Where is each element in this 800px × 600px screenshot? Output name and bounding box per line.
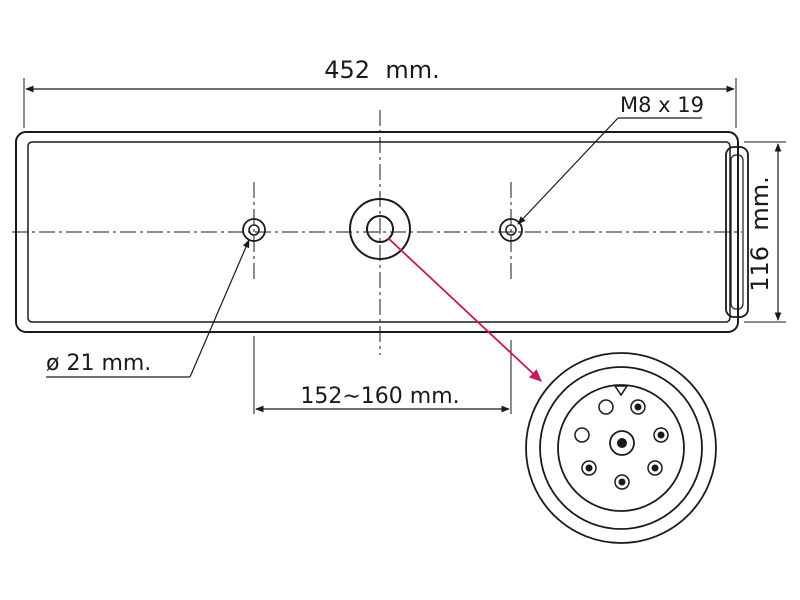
- left-mounting-hole: [242, 218, 266, 242]
- height-dimension: 116 mm.: [744, 141, 786, 323]
- bolt-spacing-label: 152∼160 mm.: [300, 384, 459, 409]
- connector-pins: [581, 399, 669, 490]
- right-mounting-hole: [499, 218, 523, 242]
- overall-width-label: 452 mm.: [324, 56, 439, 84]
- hole-diameter-callout: ø 21 mm.: [46, 239, 250, 378]
- height-label: 116 mm.: [746, 176, 774, 291]
- connector-detail-view: [525, 352, 717, 544]
- bolt-spacing-dimension: 152∼160 mm.: [253, 336, 512, 414]
- detail-pointer-arrow: [387, 237, 542, 382]
- bolt-label: M8 x 19: [620, 93, 704, 117]
- hole-diameter-label: ø 21 mm.: [46, 351, 151, 376]
- connector-socket: [349, 198, 411, 260]
- overall-width-dimension: 452 mm.: [23, 56, 737, 128]
- bolt-callout: M8 x 19: [517, 93, 704, 225]
- center-lines: [12, 110, 742, 355]
